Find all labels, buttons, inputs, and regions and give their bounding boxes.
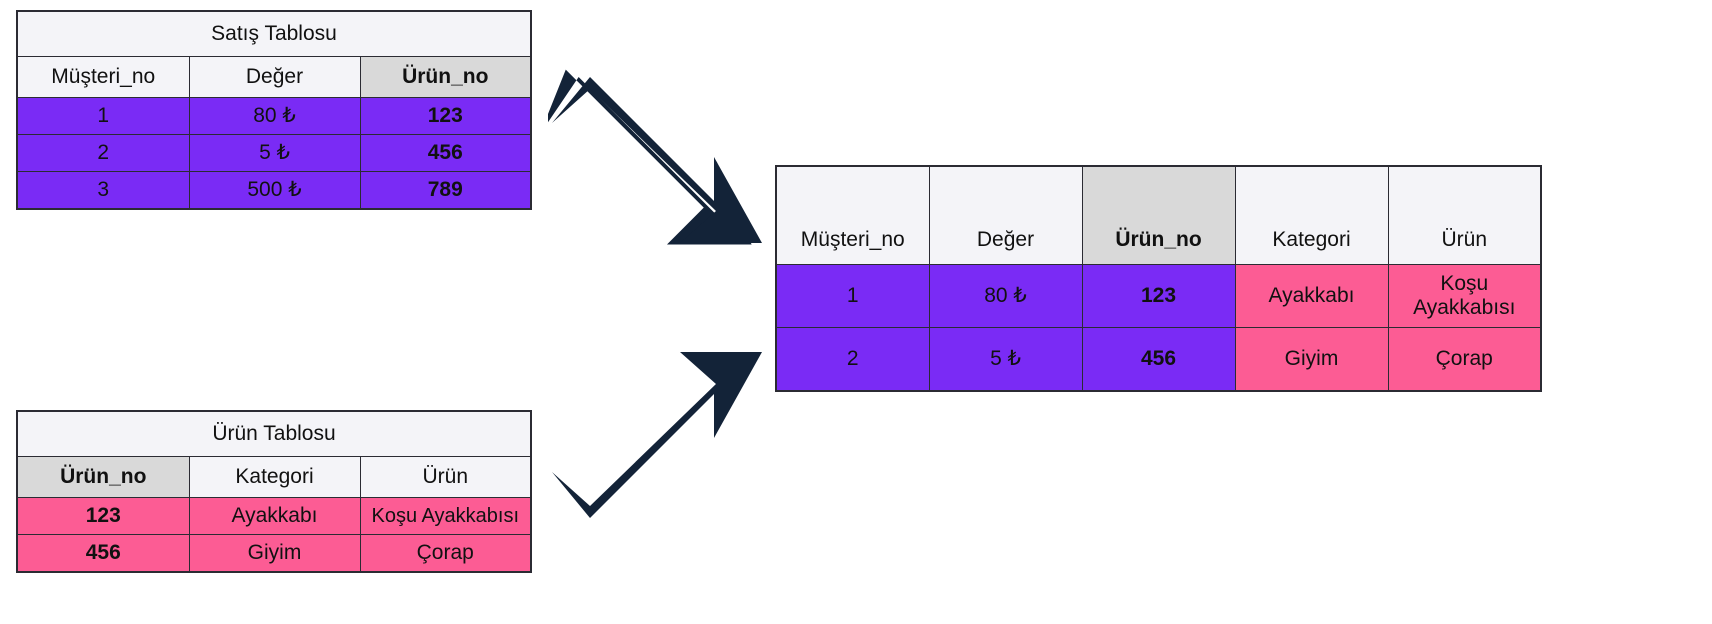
cell-urun-no: 456	[16, 534, 190, 572]
sales-table-title: Satış Tablosu	[16, 10, 532, 57]
column-header-urun-no: Ürün_no	[16, 456, 190, 498]
cell-urun-no: 123	[1081, 264, 1236, 328]
cell-urun: Koşu Ayakkabısı	[359, 497, 532, 535]
joined-result-table: Müşteri_no Değer Ürün_no Kategori Ürün 1…	[775, 165, 1542, 392]
cell-deger: 80 ₺	[188, 97, 361, 135]
sales-table: Satış Tablosu Müşteri_no Değer Ürün_no 1…	[16, 10, 532, 210]
column-header-kategori: Kategori	[1234, 165, 1389, 265]
cell-urun: Çorap	[359, 534, 532, 572]
table-row: 123 Ayakkabı Koşu Ayakkabısı	[16, 497, 532, 535]
column-header-kategori: Kategori	[188, 456, 361, 498]
column-header-musteri-no: Müşteri_no	[16, 56, 190, 98]
column-header-urun-no: Ürün_no	[1081, 165, 1236, 265]
cell-kategori: Giyim	[188, 534, 361, 572]
column-header-musteri-no: Müşteri_no	[775, 165, 930, 265]
column-header-deger: Değer	[188, 56, 361, 98]
cell-urun: Çorap	[1387, 327, 1542, 392]
table-row: 3 500 ₺ 789	[16, 171, 532, 209]
cell-musteri-no: 3	[16, 171, 190, 209]
table-header-row: Ürün_no Kategori Ürün	[16, 456, 532, 498]
cell-deger: 5 ₺	[188, 134, 361, 172]
table-row: 456 Giyim Çorap	[16, 534, 532, 572]
table-row: 2 5 ₺ 456 Giyim Çorap	[775, 327, 1542, 392]
cell-musteri-no: 2	[775, 327, 930, 392]
cell-kategori: Ayakkabı	[188, 497, 361, 535]
cell-kategori: Giyim	[1234, 327, 1389, 392]
cell-deger: 80 ₺	[928, 264, 1083, 328]
table-row: 1 80 ₺ 123	[16, 97, 532, 135]
column-header-urun: Ürün	[1387, 165, 1542, 265]
cell-kategori: Ayakkabı	[1234, 264, 1389, 328]
table-header-row: Müşteri_no Değer Ürün_no Kategori Ürün	[775, 165, 1542, 265]
arrow-sales-to-result-icon	[548, 69, 762, 245]
cell-musteri-no: 2	[16, 134, 190, 172]
table-header-row: Müşteri_no Değer Ürün_no	[16, 56, 532, 98]
column-header-urun: Ürün	[359, 456, 532, 498]
product-table: Ürün Tablosu Ürün_no Kategori Ürün 123 A…	[16, 410, 532, 573]
column-header-urun-no: Ürün_no	[359, 56, 532, 98]
arrow-product-to-result-icon	[552, 352, 762, 518]
cell-musteri-no: 1	[775, 264, 930, 328]
cell-urun-no: 123	[16, 497, 190, 535]
product-table-title: Ürün Tablosu	[16, 410, 532, 457]
cell-urun-no: 456	[1081, 327, 1236, 392]
cell-urun-no: 456	[359, 134, 532, 172]
cell-urun-no: 789	[359, 171, 532, 209]
table-title-row: Satış Tablosu	[16, 10, 532, 57]
cell-urun: Koşu Ayakkabısı	[1387, 264, 1542, 328]
cell-deger: 5 ₺	[928, 327, 1083, 392]
table-row: 1 80 ₺ 123 Ayakkabı Koşu Ayakkabısı	[775, 264, 1542, 328]
cell-urun-no: 123	[359, 97, 532, 135]
table-title-row: Ürün Tablosu	[16, 410, 532, 457]
column-header-deger: Değer	[928, 165, 1083, 265]
cell-musteri-no: 1	[16, 97, 190, 135]
table-row: 2 5 ₺ 456	[16, 134, 532, 172]
cell-deger: 500 ₺	[188, 171, 361, 209]
